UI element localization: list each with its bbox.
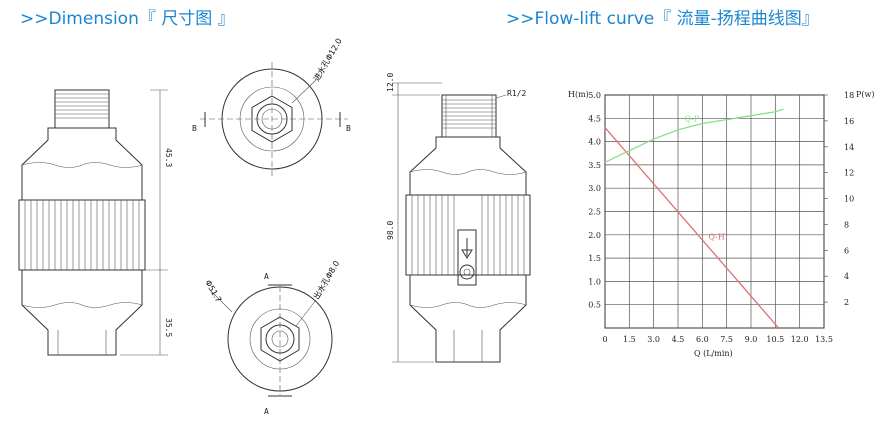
dim-total-label: 98.0 bbox=[386, 221, 395, 240]
x-tick-label: 1.5 bbox=[623, 335, 636, 344]
y-left-axis-label: H(m) bbox=[568, 90, 589, 99]
x-tick-label: 7.5 bbox=[720, 335, 733, 344]
outlet-label: 出水孔Φ8.0 bbox=[311, 259, 341, 301]
pump-section-view bbox=[392, 82, 531, 363]
y-right-tick-label: 12 bbox=[844, 169, 854, 178]
pump-bottom-view bbox=[209, 284, 333, 397]
section-a-bottom: A bbox=[264, 407, 269, 416]
y-right-tick-label: 14 bbox=[844, 143, 854, 152]
x-tick-label: 6.0 bbox=[696, 335, 709, 344]
y-right-tick-label: 16 bbox=[844, 117, 854, 126]
y-left-tick-label: 4.5 bbox=[588, 114, 601, 123]
x-tick-label: 13.5 bbox=[815, 335, 833, 344]
dim-upper-label: 45.3 bbox=[164, 148, 173, 167]
x-tick-label: 10.5 bbox=[766, 335, 784, 344]
x-tick-label: 12.0 bbox=[791, 335, 809, 344]
y-left-tick-label: 3.0 bbox=[588, 184, 601, 193]
x-tick-label: 4.5 bbox=[672, 335, 685, 344]
tick-labels: 0 1.5 3.0 4.5 6.0 7.5 9.0 10.5 12.0 13.5 0.5 1.0 1.5… bbox=[588, 91, 854, 344]
y-left-tick-label: 2.5 bbox=[588, 208, 601, 217]
inlet-label: 进水孔Φ12.0 bbox=[311, 36, 344, 83]
series-line-q-p bbox=[604, 108, 784, 163]
section-a-top: A bbox=[264, 272, 269, 281]
x-tick-label: 0 bbox=[602, 335, 607, 344]
pump-top-view bbox=[200, 62, 348, 176]
x-tick-label: 3.0 bbox=[647, 335, 660, 344]
y-right-tick-label: 8 bbox=[844, 220, 849, 229]
y-left-tick-label: 0.5 bbox=[588, 301, 601, 310]
y-left-tick-label: 3.5 bbox=[588, 161, 601, 170]
y-left-tick-label: 1.0 bbox=[588, 277, 601, 286]
section-b-right: B bbox=[346, 124, 351, 133]
dim-top-label: 12.0 bbox=[386, 73, 395, 92]
grid-lines bbox=[605, 95, 824, 328]
x-tick-label: 9.0 bbox=[745, 335, 758, 344]
series-label-q-h: Q-H bbox=[708, 232, 725, 241]
flow-lift-chart: Q-H Q-P 0 1.5 3.0 4.5 6.0 7.5 9.0 10.5 12.0 13.5 0.… bbox=[568, 90, 874, 358]
dimension-heading: >>Dimension『 尺寸图 』 bbox=[20, 9, 235, 29]
series-layer: Q-H Q-P bbox=[604, 108, 784, 329]
y-left-tick-label: 2.0 bbox=[588, 231, 601, 240]
pump-front-view bbox=[18, 89, 168, 356]
y-left-tick-label: 4.0 bbox=[588, 138, 601, 147]
section-b-left: B bbox=[192, 124, 197, 133]
x-axis-label: Q (L/min) bbox=[694, 349, 733, 358]
y-right-tick-label: 18 bbox=[844, 91, 854, 100]
y-right-tick-label: 6 bbox=[844, 246, 849, 255]
thread-label: R1/2 bbox=[507, 89, 526, 98]
y-left-tick-label: 5.0 bbox=[588, 91, 601, 100]
curve-heading: >>Flow-lift curve『 流量-扬程曲线图』 bbox=[506, 9, 819, 29]
outer-diameter-label: Φ51.7 bbox=[203, 279, 223, 304]
y-right-tick-label: 2 bbox=[844, 298, 849, 307]
y-right-axis-label: P(w) bbox=[856, 90, 874, 99]
y-right-tick-label: 10 bbox=[844, 195, 854, 204]
series-line-q-h bbox=[604, 127, 780, 329]
dim-lower-label: 35.5 bbox=[164, 318, 173, 337]
series-label-q-p: Q-P bbox=[684, 114, 700, 123]
y-left-tick-label: 1.5 bbox=[588, 254, 601, 263]
y-right-tick-label: 4 bbox=[844, 272, 849, 281]
